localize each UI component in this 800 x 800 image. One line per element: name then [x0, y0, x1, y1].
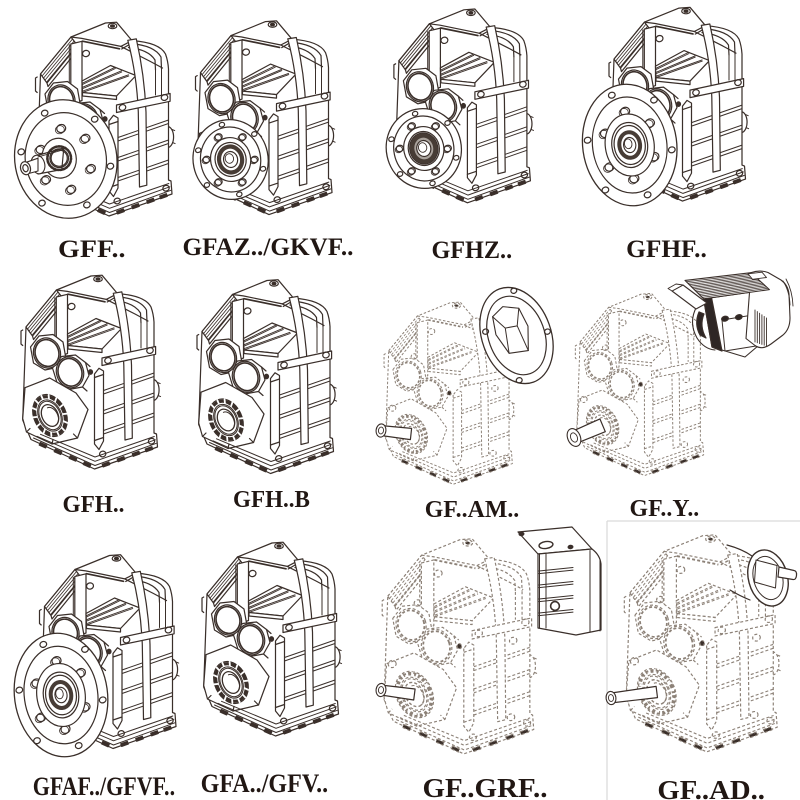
svg-text:GFHZ..: GFHZ.. — [431, 237, 512, 264]
svg-text:GF..AM..: GF..AM.. — [425, 497, 520, 523]
svg-text:GF..AD..: GF..AD.. — [657, 775, 765, 800]
svg-text:GF..GRF..: GF..GRF.. — [423, 773, 548, 800]
svg-text:GFAF../GFVF..: GFAF../GFVF.. — [33, 772, 175, 800]
svg-text:GFH..B: GFH..B — [233, 487, 310, 513]
svg-text:GFF..: GFF.. — [58, 236, 126, 263]
svg-text:GF..Y..: GF..Y.. — [630, 496, 700, 522]
svg-text:GFH..: GFH.. — [63, 492, 125, 518]
svg-text:GFHF..: GFHF.. — [626, 236, 707, 263]
svg-text:GFAZ../GKVF..: GFAZ../GKVF.. — [183, 234, 354, 261]
svg-text:GFA../GFV..: GFA../GFV.. — [201, 769, 329, 798]
